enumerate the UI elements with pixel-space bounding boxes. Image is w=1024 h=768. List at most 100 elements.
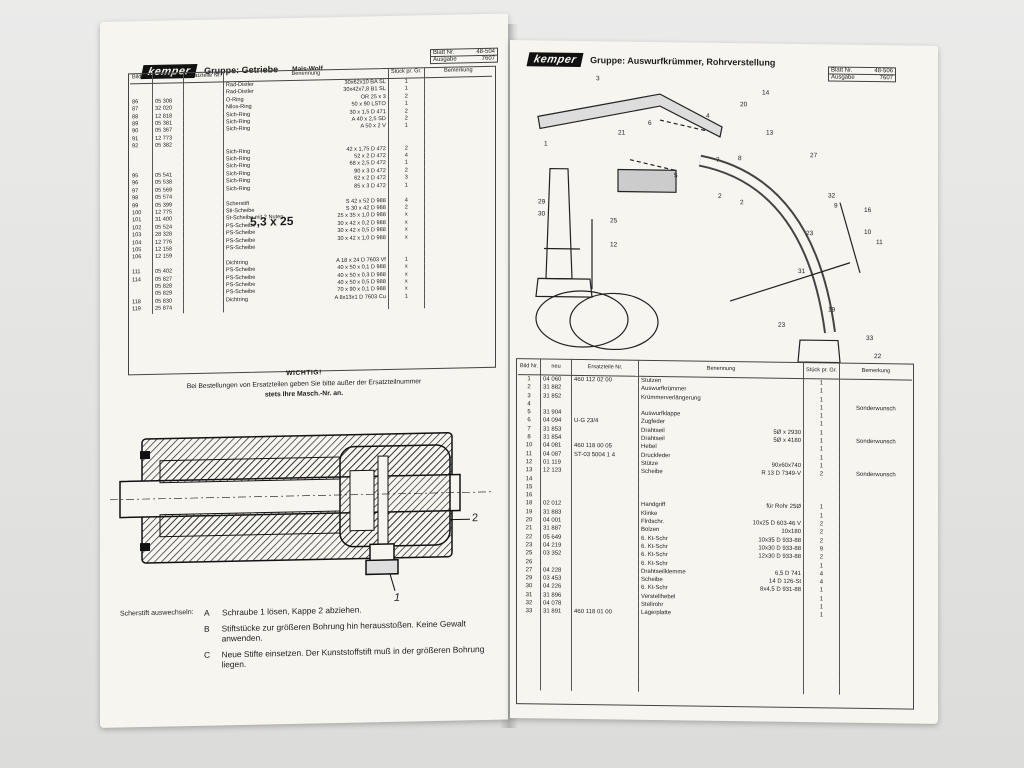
cell-bild: 5 — [518, 408, 541, 417]
part-name: Scherstift — [225, 200, 250, 207]
cell-alt: 460 112 02 00 — [571, 375, 639, 386]
part-spec: A 50 x 2 V — [360, 123, 386, 130]
cell-bild: 15 — [518, 482, 541, 492]
cell-qty — [388, 300, 425, 309]
part-name: Drahtseil — [641, 435, 665, 443]
callout-1: 1 — [394, 591, 401, 604]
part-name: 6. Kt-Schr — [641, 552, 668, 559]
diagram-label: 21 — [618, 129, 626, 137]
part-name: Handgriff — [641, 502, 666, 509]
diagram-label: 32 — [828, 192, 836, 200]
step-text: Stiftstücke zur größeren Bohrung hin her… — [221, 618, 466, 644]
cell-bild: 1 — [518, 374, 541, 384]
cell-bild — [518, 615, 541, 625]
part-spec: für Rohr 25Ø — [766, 504, 802, 511]
cell-neu — [540, 682, 572, 692]
part-name: Sich-Ring — [225, 148, 251, 156]
diagram-label: 5 — [674, 172, 678, 180]
cell-neu: 31 891 — [540, 607, 572, 617]
cell-bild: 26 — [518, 557, 541, 567]
part-name: 6. Kt-Schr — [641, 585, 668, 592]
col-bild: Bild Nr. — [130, 72, 153, 84]
instructions-heading: Scherstift auswechseln: — [120, 609, 194, 618]
part-name: Drahtseilklemme — [641, 568, 686, 576]
part-name: Stütze — [641, 460, 659, 468]
part-spec: R 13 D 7349-V — [761, 470, 802, 478]
right-group-title: Gruppe: Auswurfkrümmer, Rohrverstellung — [590, 55, 776, 68]
part-spec: A 8x13x1 D 7603 Cu — [334, 293, 386, 301]
cell-neu: 04 060 — [540, 374, 572, 385]
cell-bild: 20 — [518, 516, 541, 525]
part-name: 6. Kt-Schr — [641, 560, 668, 567]
part-spec: 5Ø x 4180 — [773, 437, 802, 445]
cell-bemerkung — [839, 687, 912, 696]
cell-alt: ST-03 5004 1 4 — [571, 450, 639, 460]
diagram-label: 9 — [834, 202, 838, 210]
kemper-logo-right: kemper — [526, 52, 584, 67]
cell-bild: 7 — [518, 424, 541, 434]
part-name: PS-Scheibe — [225, 281, 256, 289]
step-key: B — [204, 623, 210, 634]
part-name: Auswurfklappe — [641, 411, 681, 418]
cell-bild: 12 — [518, 458, 541, 467]
part-name: O-Ring — [225, 96, 244, 104]
right-page: kemper Gruppe: Auswurfkrümmer, Rohrverst… — [510, 40, 938, 724]
cell-bild — [518, 624, 541, 633]
cell-bild: 4 — [518, 400, 541, 409]
part-name: PS-Scheibe — [225, 237, 256, 244]
cell-bild — [518, 673, 541, 683]
cell-neu: 04 081 — [540, 441, 572, 451]
part-name: Sich-Ring — [225, 170, 251, 178]
part-name: Stutzen — [641, 377, 662, 385]
part-name: Druckfeder — [641, 452, 671, 459]
cell-neu: 31 887 — [540, 524, 572, 534]
cell-bild: 21 — [518, 524, 541, 534]
cell-bild: 6 — [518, 416, 541, 426]
cell-bild: 33 — [518, 607, 541, 617]
left-page: kemper Gruppe: Getriebe Mais-Wolf Blatt … — [100, 13, 508, 729]
part-name: Sich-Ring — [225, 155, 251, 163]
diagram-label: 12 — [610, 241, 618, 249]
cell-bild — [518, 682, 541, 691]
right-header: kemper Gruppe: Auswurfkrümmer, Rohrverst… — [526, 52, 776, 69]
diagram-label: 14 — [762, 89, 770, 97]
cell-bild: 2 — [518, 383, 541, 393]
diagram-label: 20 — [740, 101, 748, 109]
part-name: Sich-Ring — [225, 111, 251, 118]
cell-neu: 02 012 — [540, 499, 572, 509]
exploded-parts-diagram — [535, 93, 861, 364]
part-name: Sich-Ring — [225, 126, 251, 133]
part-name: Bolzen — [641, 527, 660, 534]
part-name: Lagerplatte — [641, 610, 672, 617]
part-name: Zugfeder — [641, 419, 666, 426]
cell-bild: 18 — [518, 499, 541, 509]
cell-bild: 11 — [518, 449, 541, 459]
part-name: 6. Kt-Schr — [641, 543, 668, 551]
r-col-stueck: Stück pr. Gr. — [803, 362, 840, 380]
cell-bild — [518, 665, 541, 675]
cell-bild: 119 — [130, 306, 153, 314]
part-name: Verstellhebel — [641, 593, 676, 601]
part-spec: 10x180 — [781, 529, 802, 536]
part-name: Sich-Ring — [225, 185, 251, 193]
cell-neu: 04 226 — [540, 582, 572, 592]
part-name: PS-Scheibe — [225, 274, 256, 281]
cell-bild — [518, 640, 541, 650]
cell-bild: 14 — [518, 474, 541, 484]
cell-bild: 16 — [518, 491, 541, 500]
part-name: PS-Scheibe — [225, 289, 256, 296]
cell-alt — [571, 682, 639, 693]
diagram-label: 29 — [538, 198, 546, 206]
diagram-label: 30 — [538, 210, 546, 218]
step-key: C — [204, 649, 211, 660]
part-name: Sich-Ring — [225, 163, 251, 170]
cell-bild: 13 — [518, 466, 541, 475]
cell-bild: 19 — [518, 507, 541, 517]
diagram-label: 31 — [798, 268, 806, 276]
diagram-label: 25 — [610, 217, 618, 225]
cell-neu: 12 123 — [540, 466, 572, 476]
cell-bild: 27 — [518, 565, 541, 575]
